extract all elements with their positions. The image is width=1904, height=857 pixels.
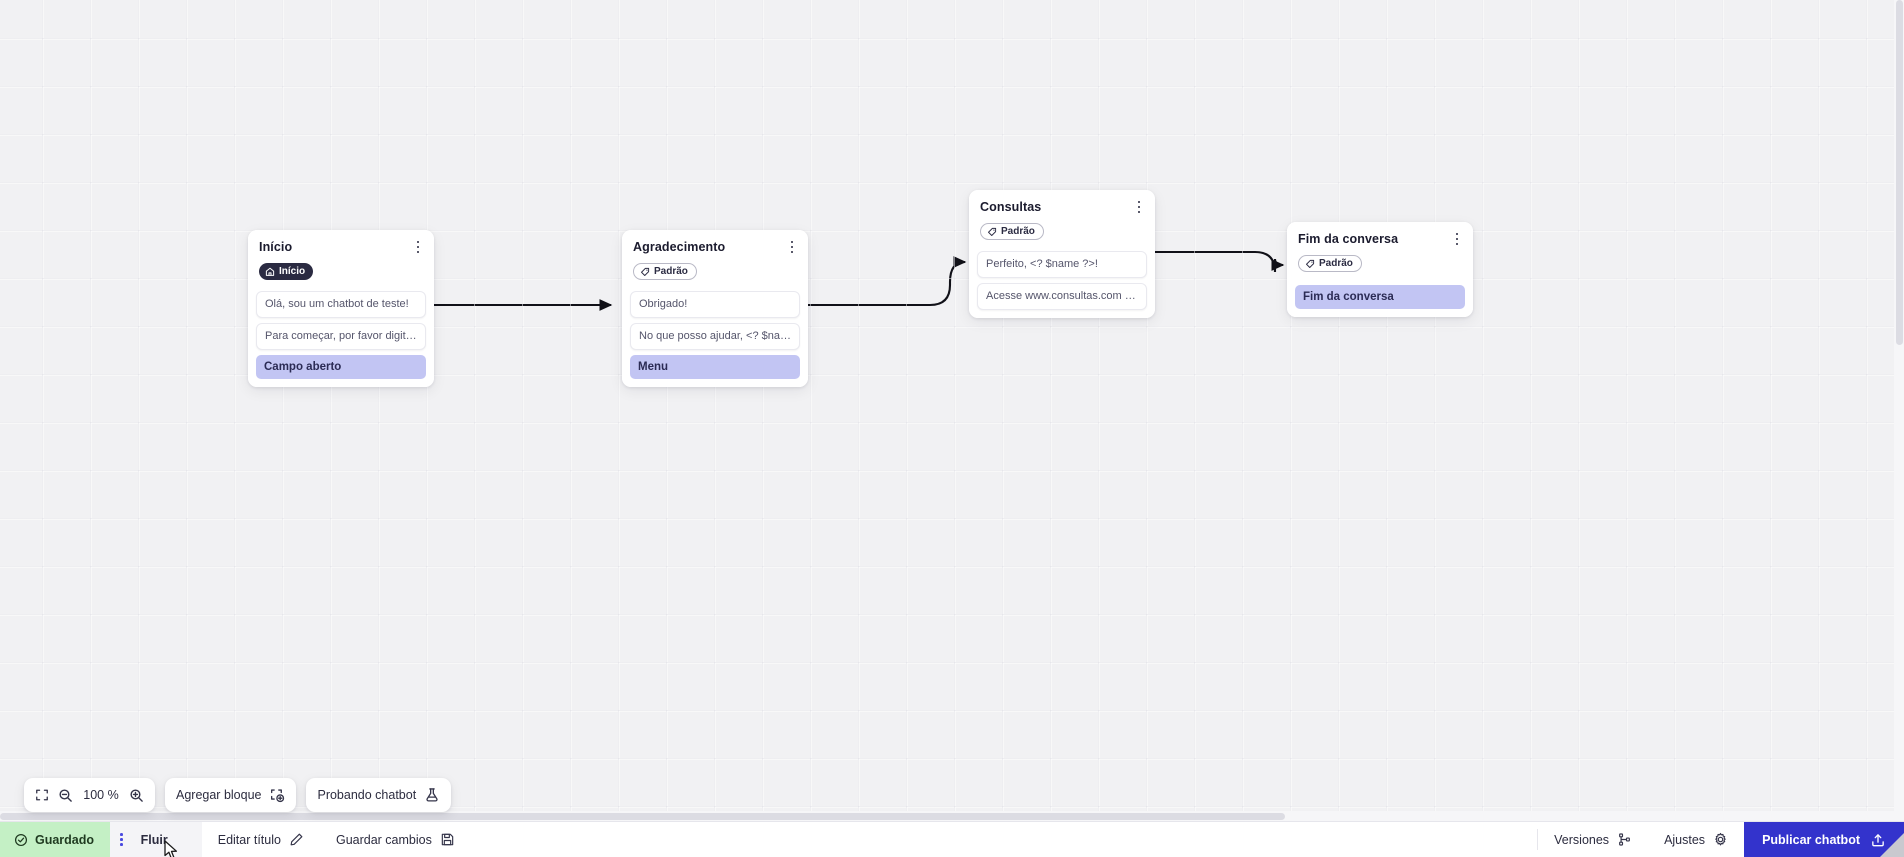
node-badge[interactable]: Padrão [980,223,1044,240]
flow-node-fim-da-conversa[interactable]: Fim da conversa Padrão Fim da conversa [1287,222,1473,317]
node-body: Fim da conversa [1287,284,1473,317]
zoom-level-value: 100 % [83,788,119,802]
zoom-controls-group: 100 % [24,778,155,812]
node-badge[interactable]: Padrão [633,263,697,280]
publish-chatbot-label: Publicar chatbot [1762,832,1860,847]
node-header: Agradecimento Padrão [622,230,808,291]
upload-icon [1872,833,1884,846]
node-menu-button[interactable] [1131,198,1147,216]
node-footer-chip[interactable]: Menu [630,354,800,379]
node-menu-button[interactable] [410,238,426,256]
add-block-label: Agregar bloque [176,788,262,802]
fit-screen-icon[interactable] [35,788,49,802]
publish-chatbot-button[interactable]: Publicar chatbot [1744,822,1904,857]
bottom-bar-divider [1537,829,1539,850]
edit-title-label: Editar título [217,832,281,847]
gear-icon [1715,832,1726,846]
test-chatbot-group[interactable]: Probando chatbot [306,778,452,812]
canvas-toolbar: 100 % Agregar bloque Probando chatbot [24,778,452,812]
edge-consultas-to-fim-visible [1150,250,1285,273]
node-badge-label: Padrão [654,265,688,277]
flow-node-inicio[interactable]: Início Início Olá, sou um chatbot de tes… [248,230,434,387]
flow-canvas[interactable]: Início Início Olá, sou um chatbot de tes… [0,0,1904,821]
node-badge-label: Início [279,265,306,277]
node-menu-button[interactable] [1449,230,1465,248]
edge-agradecimento-to-consultas [803,256,967,307]
flask-icon [426,788,438,802]
node-body: Obrigado! No que posso ajudar, <? $name … [622,290,808,387]
node-message[interactable]: Acesse www.consultas.com par... [977,282,1147,310]
home-icon [265,267,275,276]
node-footer-chip[interactable]: Campo aberto [256,354,426,379]
node-body: Olá, sou um chatbot de teste! Para começ… [248,290,434,387]
node-badge[interactable]: Início [259,263,314,280]
node-title: Consultas [980,200,1042,214]
node-header: Fim da conversa Padrão [1287,222,1473,283]
node-title: Início [259,240,293,254]
tab-flow[interactable]: Fluir [110,822,202,857]
node-body: Perfeito, <? $name ?>! Acesse www.consul… [969,250,1155,318]
save-disk-icon [441,833,454,846]
versions-button[interactable]: Versiones [1538,822,1648,857]
node-message[interactable]: Para começar, por favor digite o ... [256,322,426,350]
node-badge-label: Padrão [1319,257,1353,269]
node-message[interactable]: Obrigado! [630,290,800,318]
flow-node-consultas[interactable]: Consultas Padrão Perfeito, <? $name ?>! … [969,190,1155,318]
vertical-scrollbar-thumb[interactable] [1895,0,1903,345]
connector-layer [434,243,1285,311]
tag-icon [641,267,650,276]
check-circle-icon [14,833,28,846]
add-block-button[interactable]: Agregar bloque [176,787,285,803]
node-title: Agradecimento [633,240,726,254]
add-block-icon [271,789,285,803]
node-message[interactable]: No que posso ajudar, <? $name ... [630,322,800,350]
node-header: Consultas Padrão [969,190,1155,251]
add-block-group[interactable]: Agregar bloque [165,778,297,812]
bottom-bar-spacer [471,822,1537,857]
edit-title-button[interactable]: Editar título [202,822,320,857]
node-footer-chip[interactable]: Fim da conversa [1295,284,1465,309]
tab-flow-label: Fluir [140,832,168,847]
tag-icon [988,227,997,236]
save-changes-button[interactable]: Guardar cambios [320,822,471,857]
vertical-dots-icon[interactable] [110,833,133,846]
node-message[interactable]: Perfeito, <? $name ?>! [977,250,1147,278]
node-title: Fim da conversa [1298,232,1399,246]
save-changes-label: Guardar cambios [335,832,432,847]
vertical-scrollbar-track[interactable] [1894,0,1904,821]
node-header: Início Início [248,230,434,291]
settings-button[interactable]: Ajustes [1648,822,1744,857]
saved-status-badge: Guardado [0,822,111,857]
test-chatbot-label: Probando chatbot [317,788,417,802]
node-badge-label: Padrão [1001,225,1035,237]
horizontal-scrollbar-thumb[interactable] [0,812,1285,820]
test-chatbot-button[interactable]: Probando chatbot [317,787,440,803]
git-branch-icon [1619,833,1630,846]
versions-label: Versiones [1554,832,1610,847]
zoom-in-icon[interactable] [129,788,144,803]
flow-node-agradecimento[interactable]: Agradecimento Padrão Obrigado! No que po… [622,230,808,387]
saved-status-label: Guardado [35,832,95,847]
node-message[interactable]: Olá, sou um chatbot de teste! [256,290,426,318]
pencil-icon [290,833,303,846]
zoom-out-icon[interactable] [58,788,73,803]
edge-consultas-to-fim [1150,243,1283,271]
bottom-bar: Guardado Fluir Editar título Guardar cam… [0,821,1904,857]
tag-icon [1306,259,1315,268]
settings-label: Ajustes [1664,832,1706,847]
node-badge[interactable]: Padrão [1298,255,1362,272]
node-menu-button[interactable] [784,238,800,256]
